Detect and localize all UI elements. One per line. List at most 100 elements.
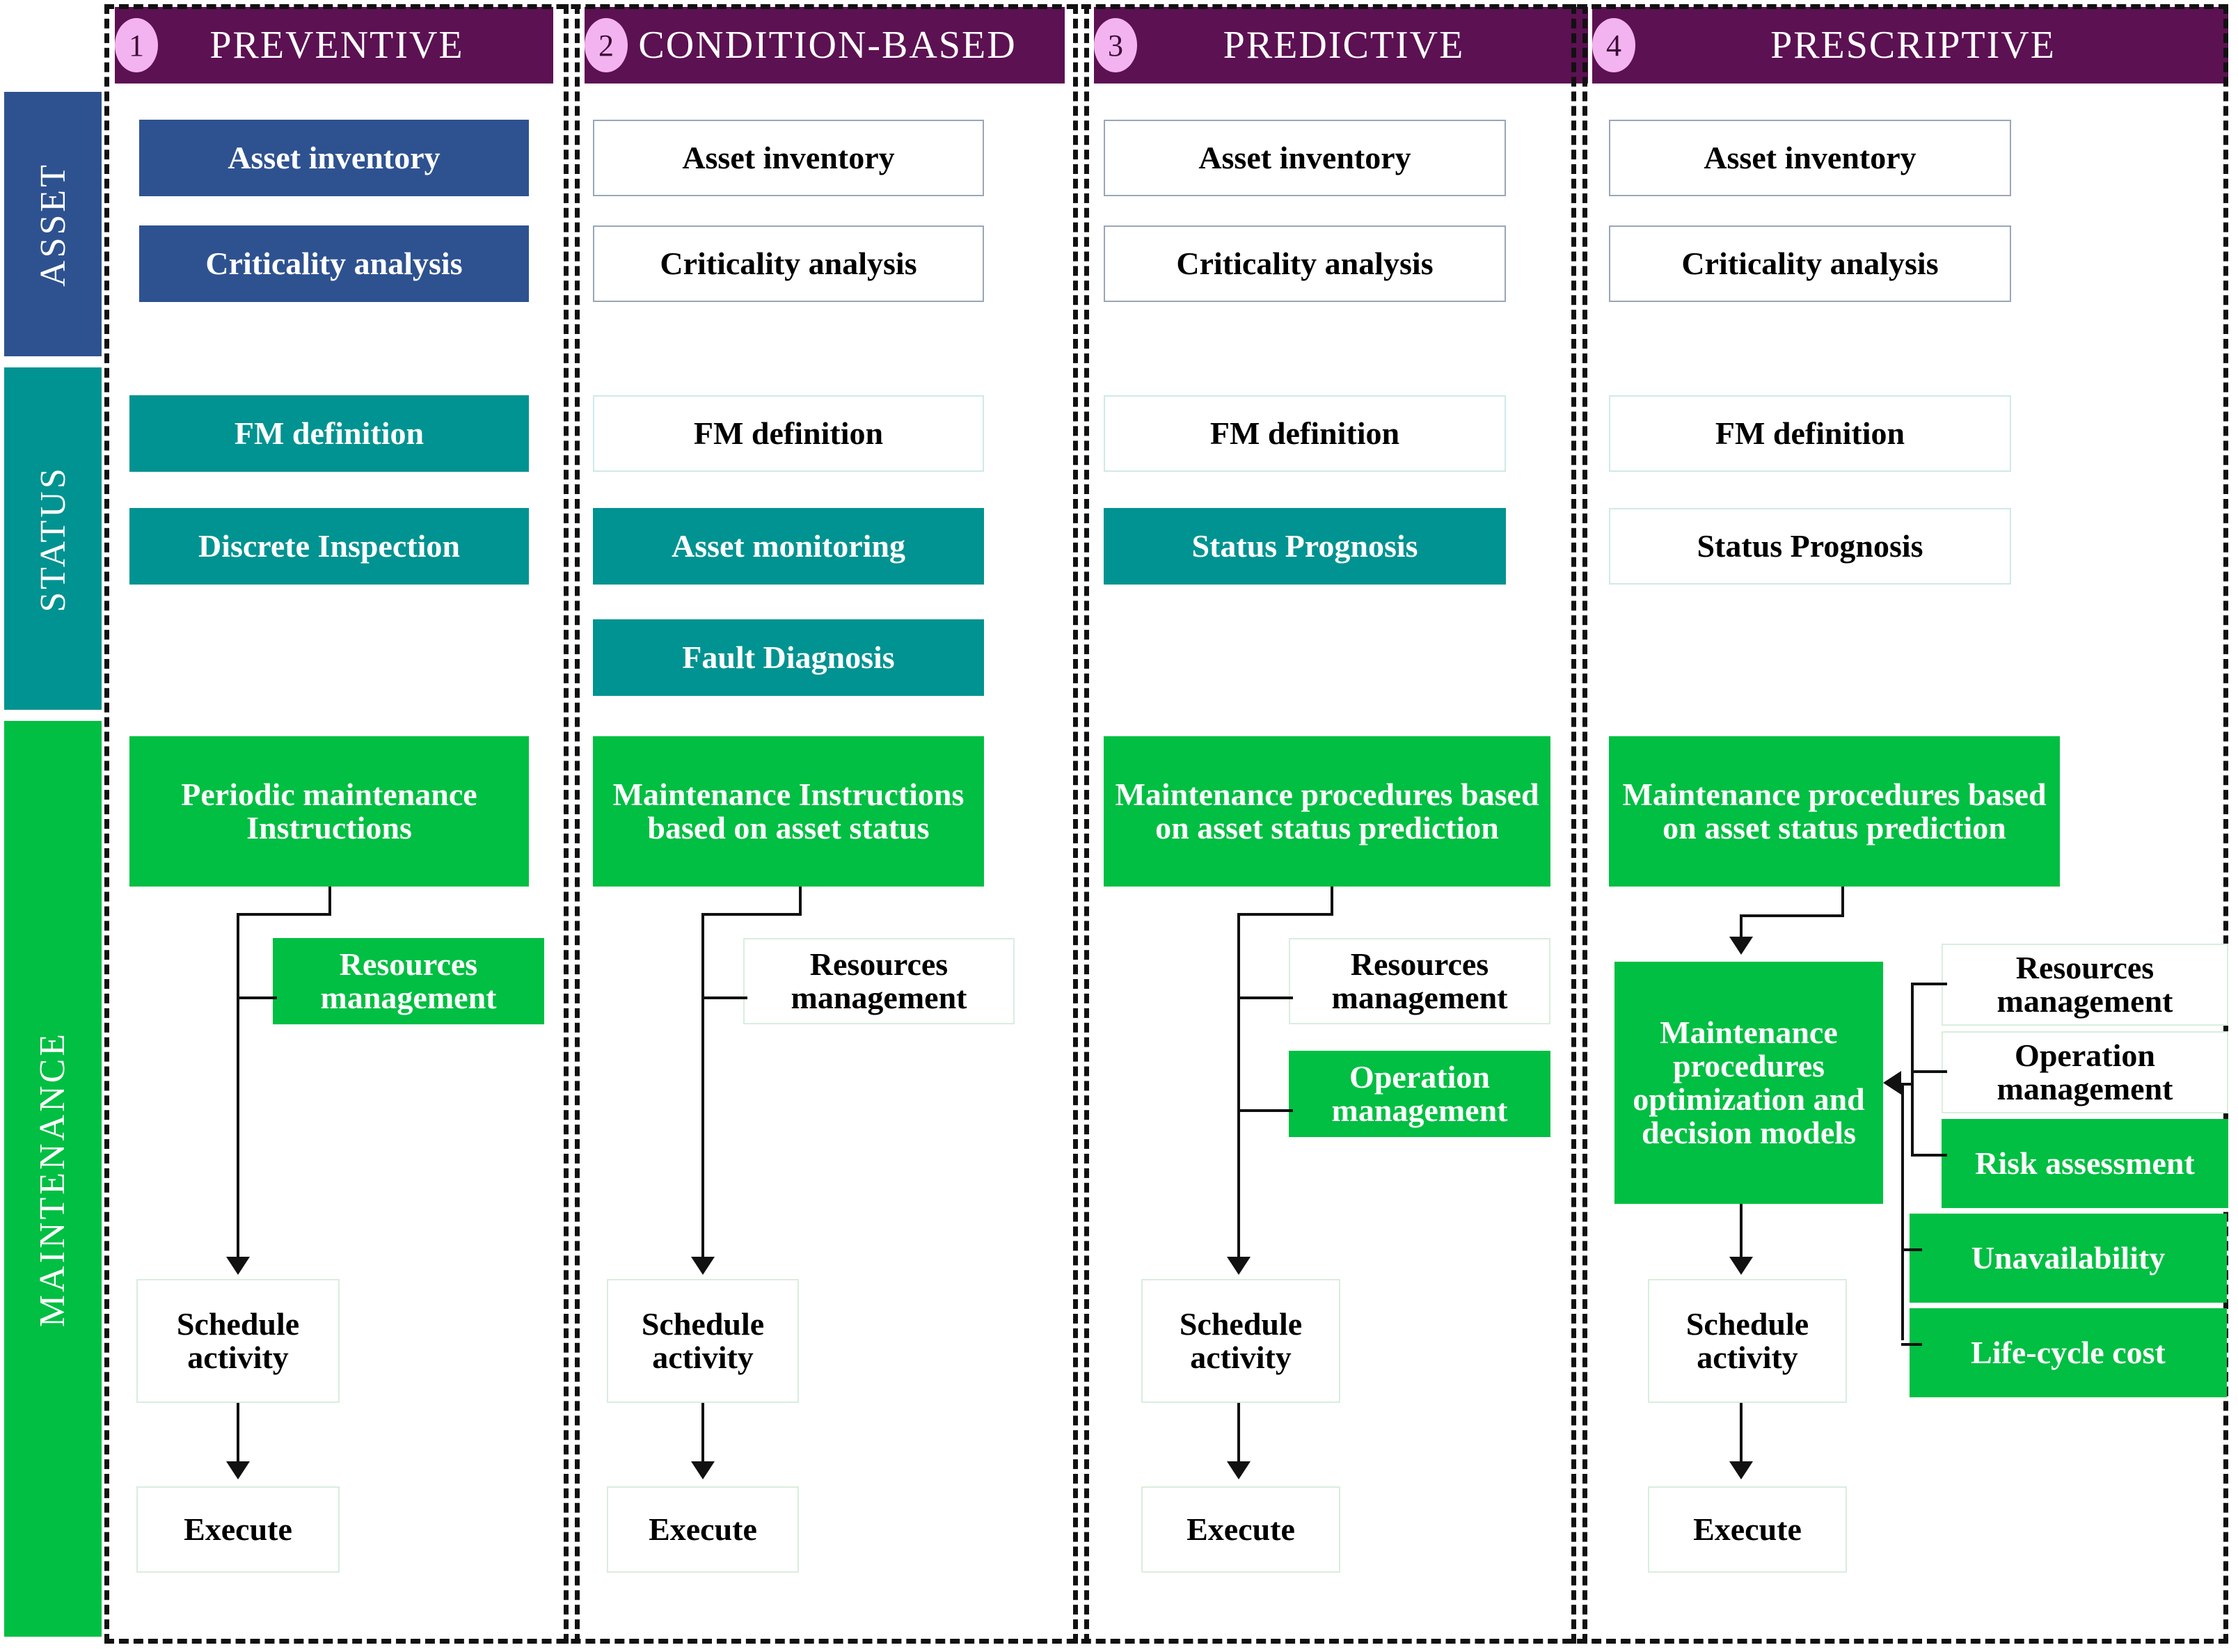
box-optimization-decision-models-col4[interactable]: Maintenance procedures optimization and …	[1614, 962, 1883, 1204]
column-separator-2	[1073, 4, 1078, 1644]
box-fm-definition-col4[interactable]: FM definition	[1609, 395, 2011, 472]
connector-line	[1237, 1109, 1293, 1112]
arrow-head-icon	[1729, 1461, 1753, 1479]
box-operation-management-col4[interactable]: Operation management	[1942, 1031, 2228, 1113]
column-title: PREVENTIVE	[209, 24, 464, 67]
column-title: CONDITION-BASED	[638, 24, 1017, 67]
column-separator-1	[564, 4, 569, 1644]
box-schedule-activity-col1[interactable]: Schedule activity	[136, 1279, 340, 1403]
box-resources-management-col3[interactable]: Resources management	[1289, 938, 1550, 1024]
box-operation-management-col3[interactable]: Operation management	[1289, 1051, 1550, 1137]
box-asset-inventory-col3[interactable]: Asset inventory	[1104, 120, 1506, 196]
box-resources-management-col4[interactable]: Resources management	[1942, 944, 2228, 1026]
arrow-head-icon	[226, 1257, 250, 1275]
connector-line	[328, 887, 331, 916]
box-asset-inventory-col2[interactable]: Asset inventory	[593, 120, 984, 196]
arrow-head-icon	[1729, 1257, 1753, 1275]
connector-line	[1901, 1248, 1922, 1251]
box-resources-management-col2[interactable]: Resources management	[743, 938, 1015, 1024]
arrow-head-icon	[691, 1257, 715, 1275]
box-fm-definition-col1[interactable]: FM definition	[129, 395, 529, 472]
column-number-badge: 4	[1592, 18, 1635, 72]
rail-asset-label: ASSET	[33, 161, 73, 287]
column-separator-1b	[575, 4, 580, 1644]
box-fm-definition-col3[interactable]: FM definition	[1104, 395, 1506, 472]
column-title: PRESCRIPTIVE	[1770, 24, 2056, 67]
connector-line	[1911, 1070, 1947, 1073]
connector-line	[1237, 1403, 1240, 1464]
box-execute-col3[interactable]: Execute	[1141, 1486, 1340, 1573]
column-header-prescriptive[interactable]: 4 PRESCRIPTIVE	[1592, 7, 2228, 84]
connector-line	[1237, 913, 1333, 916]
box-discrete-inspection-col1[interactable]: Discrete Inspection	[129, 508, 529, 585]
box-maintenance-procedures-col3[interactable]: Maintenance procedures based on asset st…	[1104, 736, 1550, 887]
box-execute-col4[interactable]: Execute	[1648, 1486, 1847, 1573]
box-schedule-activity-col3[interactable]: Schedule activity	[1141, 1279, 1340, 1403]
box-schedule-activity-col4[interactable]: Schedule activity	[1648, 1279, 1847, 1403]
arrow-head-icon	[1729, 937, 1753, 955]
connector-line	[701, 1403, 704, 1464]
box-fault-diagnosis-col2[interactable]: Fault Diagnosis	[593, 619, 984, 696]
connector-line	[1901, 1083, 1914, 1086]
connector-line	[237, 913, 239, 1261]
connector-line	[237, 996, 277, 999]
arrow-head-icon	[691, 1461, 715, 1479]
box-asset-inventory-col4[interactable]: Asset inventory	[1609, 120, 2011, 196]
rail-maintenance-label: MAINTENANCE	[33, 1031, 73, 1327]
rail-status-label: STATUS	[33, 465, 73, 612]
connector-line	[701, 913, 802, 916]
box-asset-inventory-col1[interactable]: Asset inventory	[139, 120, 529, 196]
box-schedule-activity-col2[interactable]: Schedule activity	[607, 1279, 799, 1403]
column-header-condition-based[interactable]: 2 CONDITION-BASED	[585, 7, 1065, 84]
column-number-badge: 2	[585, 18, 628, 72]
box-periodic-maintenance-instructions-col1[interactable]: Periodic maintenance Instructions	[129, 736, 529, 887]
arrow-head-icon	[226, 1461, 250, 1479]
box-risk-assessment-col4[interactable]: Risk assessment	[1942, 1119, 2228, 1208]
connector-line	[1237, 913, 1240, 1261]
box-status-prognosis-col3[interactable]: Status Prognosis	[1104, 508, 1506, 585]
connector-line	[701, 913, 704, 1261]
connector-line	[237, 913, 331, 916]
box-maintenance-procedures-col4[interactable]: Maintenance procedures based on asset st…	[1609, 736, 2060, 887]
box-resources-management-col1[interactable]: Resources management	[273, 938, 544, 1024]
box-criticality-analysis-col3[interactable]: Criticality analysis	[1104, 225, 1506, 302]
box-criticality-analysis-col1[interactable]: Criticality analysis	[139, 225, 529, 302]
connector-line	[701, 996, 747, 999]
connector-line	[1901, 1083, 1904, 1340]
box-life-cycle-cost-col4[interactable]: Life-cycle cost	[1910, 1308, 2227, 1397]
column-title: PREDICTIVE	[1223, 24, 1465, 67]
box-execute-col2[interactable]: Execute	[607, 1486, 799, 1573]
connector-line	[1911, 983, 1947, 985]
connector-line	[1740, 914, 1743, 939]
box-unavailability-col4[interactable]: Unavailability	[1910, 1214, 2227, 1303]
column-separator-3b	[1582, 4, 1587, 1644]
rail-asset: ASSET	[4, 92, 102, 356]
box-criticality-analysis-col2[interactable]: Criticality analysis	[593, 225, 984, 302]
arrow-head-icon	[1227, 1461, 1251, 1479]
column-header-predictive[interactable]: 3 PREDICTIVE	[1094, 7, 1588, 84]
rail-maintenance: MAINTENANCE	[4, 721, 102, 1637]
box-execute-col1[interactable]: Execute	[136, 1486, 340, 1573]
connector-line	[1740, 914, 1844, 917]
box-fm-definition-col2[interactable]: FM definition	[593, 395, 984, 472]
column-separator-2b	[1084, 4, 1089, 1644]
connector-line	[1237, 996, 1293, 999]
box-criticality-analysis-col4[interactable]: Criticality analysis	[1609, 225, 2011, 302]
connector-line	[1911, 983, 1914, 1157]
rail-status: STATUS	[4, 367, 102, 710]
connector-line	[1911, 1154, 1947, 1157]
connector-line	[1331, 887, 1333, 916]
column-separator-3	[1571, 4, 1576, 1644]
arrow-head-icon	[1227, 1257, 1251, 1275]
connector-line	[237, 1403, 239, 1464]
column-number-badge: 3	[1094, 18, 1137, 72]
connector-line	[1740, 1204, 1743, 1258]
box-asset-monitoring-col2[interactable]: Asset monitoring	[593, 508, 984, 585]
connector-line	[1841, 887, 1844, 917]
connector-line	[1901, 1343, 1922, 1346]
column-header-preventive[interactable]: 1 PREVENTIVE	[115, 7, 553, 84]
box-status-prognosis-col4[interactable]: Status Prognosis	[1609, 508, 2011, 585]
connector-line	[799, 887, 802, 916]
box-maintenance-instructions-col2[interactable]: Maintenance Instructions based on asset …	[593, 736, 984, 887]
